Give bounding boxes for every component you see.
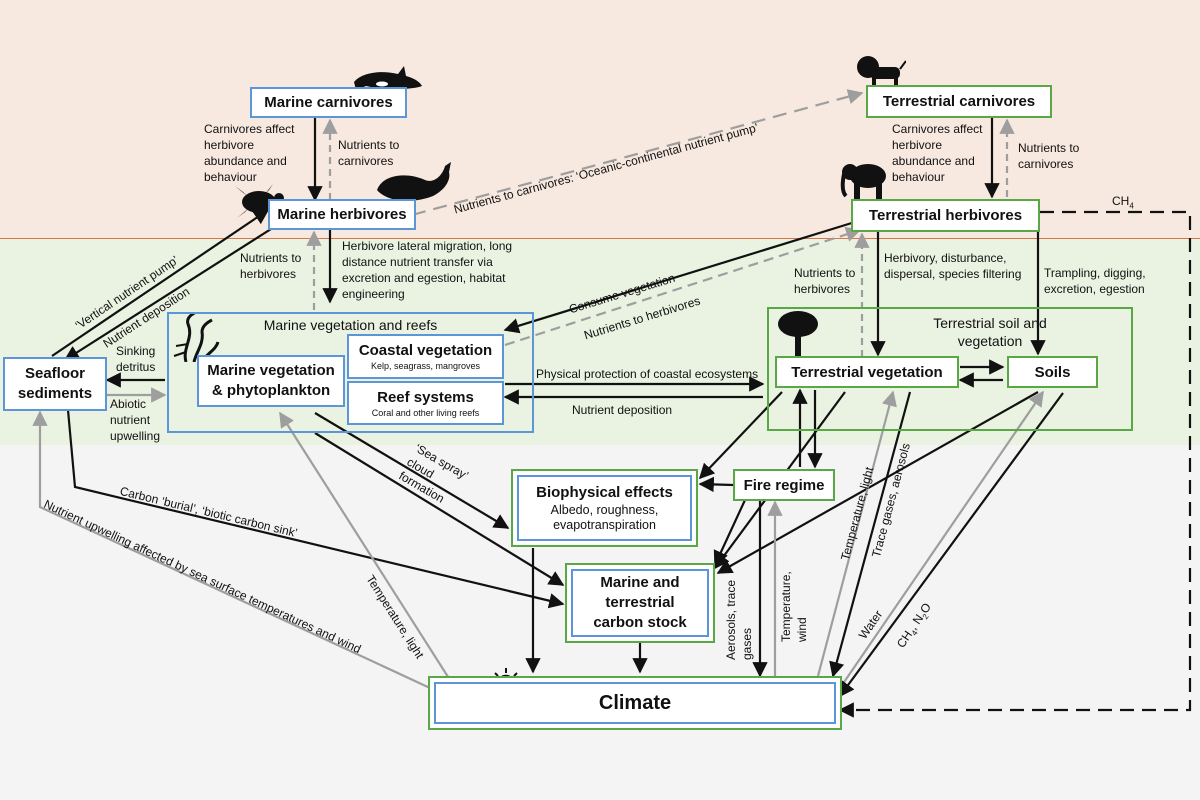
label-carnivores-affect-terr: Carnivores affect herbivore abundance an… bbox=[892, 122, 983, 184]
arrow-nutrients-to-herbivores-diag bbox=[504, 226, 862, 347]
node-fire-regime: Fire regime bbox=[733, 469, 835, 501]
tree-icon bbox=[778, 311, 818, 360]
node-climate: Climate bbox=[434, 682, 836, 724]
arrow-nutrient-upwelling-sst bbox=[32, 410, 431, 689]
label-nutrients-to-carnivores-marine: Nutrients to carnivores bbox=[338, 138, 400, 168]
node-carbon-stock: Marine and terrestrial carbon stock bbox=[571, 569, 709, 637]
label-aerosols-trace: Aerosols, trace gases bbox=[724, 579, 754, 660]
arrow-nutrient-deposition-seafloor bbox=[63, 221, 283, 361]
node-terrestrial-herbivores: Terrestrial herbivores bbox=[851, 199, 1040, 232]
label-herbivore-lateral: Herbivore lateral migration, long distan… bbox=[342, 239, 513, 301]
node-biophysical-effects-outer: Biophysical effects Albedo, roughness, e… bbox=[511, 469, 698, 547]
arrow-climate-temp-light-marine bbox=[279, 411, 451, 681]
node-marine-herbivores: Marine herbivores bbox=[268, 199, 416, 230]
arrow-marine-veg-to-carbon bbox=[314, 432, 565, 586]
label-temp-wind: Temperature, wind bbox=[779, 571, 809, 642]
node-terrestrial-vegetation: Terrestrial vegetation bbox=[775, 356, 959, 388]
node-carbon-stock-outer: Marine and terrestrial carbon stock bbox=[565, 563, 715, 643]
group-marine-vegetation-reefs: Marine vegetation and reefs bbox=[167, 312, 534, 433]
node-seafloor-sediments: Seafloor sediments bbox=[3, 357, 107, 411]
arrow-consume-vegetation bbox=[503, 220, 856, 334]
orca-icon bbox=[354, 66, 422, 90]
node-climate-outer: Climate bbox=[428, 676, 842, 730]
arrow-oceanic-continental-pump bbox=[411, 89, 864, 217]
coastal-vegetation-subtitle: Kelp, seagrass, mangroves bbox=[370, 361, 481, 371]
arrow-soils-to-carbon bbox=[716, 391, 1039, 574]
node-terrestrial-carnivores: Terrestrial carnivores bbox=[866, 85, 1052, 118]
node-reef-systems: Reef systems Coral and other living reef… bbox=[347, 381, 504, 425]
node-coastal-vegetation: Coastal vegetation Kelp, seagrass, mangr… bbox=[347, 334, 504, 379]
node-soils: Soils bbox=[1007, 356, 1098, 388]
arrow-vertical-pump bbox=[51, 209, 270, 357]
arrow-fire-to-biophysical bbox=[698, 476, 734, 493]
biophysical-effects-subtitle: Albedo, roughness, evapotranspiration bbox=[550, 502, 659, 532]
label-nutrients-to-carnivores-terr: Nutrients to carnivores bbox=[1018, 141, 1080, 171]
arrow-climate-water bbox=[839, 390, 1044, 689]
biophysical-effects-title: Biophysical effects bbox=[536, 483, 673, 501]
label-nutrients-to-herbivores-terr: Nutrients to herbivores bbox=[794, 266, 856, 296]
label-trampling: Trampling, digging, excretion, egestion bbox=[1044, 266, 1146, 296]
node-marine-vegetation-phytoplankton: Marine vegetation & phytoplankton bbox=[197, 355, 345, 407]
label-abiotic-upwelling: Abiotic nutrient upwelling bbox=[110, 397, 161, 443]
node-marine-carnivores: Marine carnivores bbox=[250, 87, 407, 118]
label-sinking-detritus: Sinking detritus bbox=[116, 344, 156, 374]
elephant-icon bbox=[840, 164, 886, 200]
reef-systems-title: Reef systems bbox=[377, 388, 474, 406]
arrow-ch4-herbivores-to-climate bbox=[838, 210, 1192, 718]
node-biophysical-effects: Biophysical effects Albedo, roughness, e… bbox=[517, 475, 692, 541]
label-nutrients-to-herbivores-marine: Nutrients to herbivores bbox=[240, 251, 302, 281]
arrow-carbon-burial bbox=[66, 409, 565, 609]
arrow-climate-temp-light-terr bbox=[816, 390, 897, 677]
lion-icon bbox=[857, 56, 906, 89]
arrow-ch4-n2o bbox=[839, 392, 1064, 698]
label-physical-protection: Physical protection of coastal ecosystem… bbox=[536, 367, 759, 381]
arrow-trace-gases-aerosols bbox=[829, 391, 912, 678]
label-nutrient-deposition-mid: Nutrient deposition bbox=[572, 403, 673, 417]
group-terrestrial-soil-vegetation: Terrestrial soil and vegetation bbox=[767, 307, 1133, 431]
label-ch4-top: CH4 bbox=[1112, 194, 1134, 211]
label-herbivory: Herbivory, disturbance, dispersal, speci… bbox=[884, 251, 1022, 281]
reef-systems-subtitle: Coral and other living reefs bbox=[371, 407, 480, 418]
group-title-marine-veg-reefs: Marine vegetation and reefs bbox=[263, 317, 438, 333]
whale-icon bbox=[377, 162, 451, 201]
group-title-terrestrial-soil-veg: Terrestrial soil and vegetation bbox=[933, 315, 1047, 349]
label-carnivores-affect-marine: Carnivores affect herbivore abundance an… bbox=[204, 122, 295, 184]
coastal-vegetation-title: Coastal vegetation bbox=[358, 342, 493, 359]
